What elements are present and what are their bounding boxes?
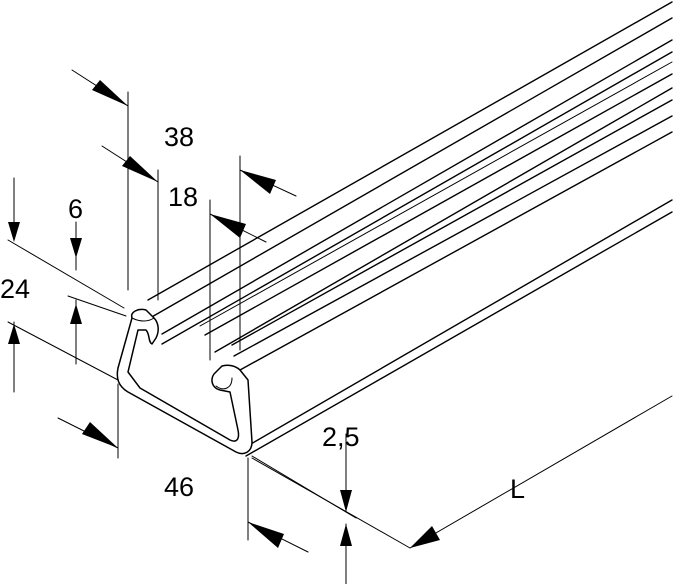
dimension-thickness: 2,5 <box>251 422 360 584</box>
dimension-24: 24 <box>0 177 125 393</box>
dimension-6: 6 <box>67 194 127 365</box>
dimension-label-46: 46 <box>164 472 194 502</box>
dimension-label-thickness: 2,5 <box>322 422 360 452</box>
dimension-label-24: 24 <box>0 274 30 304</box>
dimension-label-18: 18 <box>168 182 198 212</box>
dimension-label-6: 6 <box>68 194 83 224</box>
rail-body-lines <box>147 1 673 457</box>
rail-profile <box>116 308 253 455</box>
dimension-length: L <box>251 395 673 549</box>
dimension-38: 38 <box>71 69 194 301</box>
dimension-label-length: L <box>510 474 525 504</box>
dimension-label-38: 38 <box>164 122 194 152</box>
dimension-46: 46 <box>57 383 309 553</box>
dimension-18: 18 <box>168 155 297 361</box>
